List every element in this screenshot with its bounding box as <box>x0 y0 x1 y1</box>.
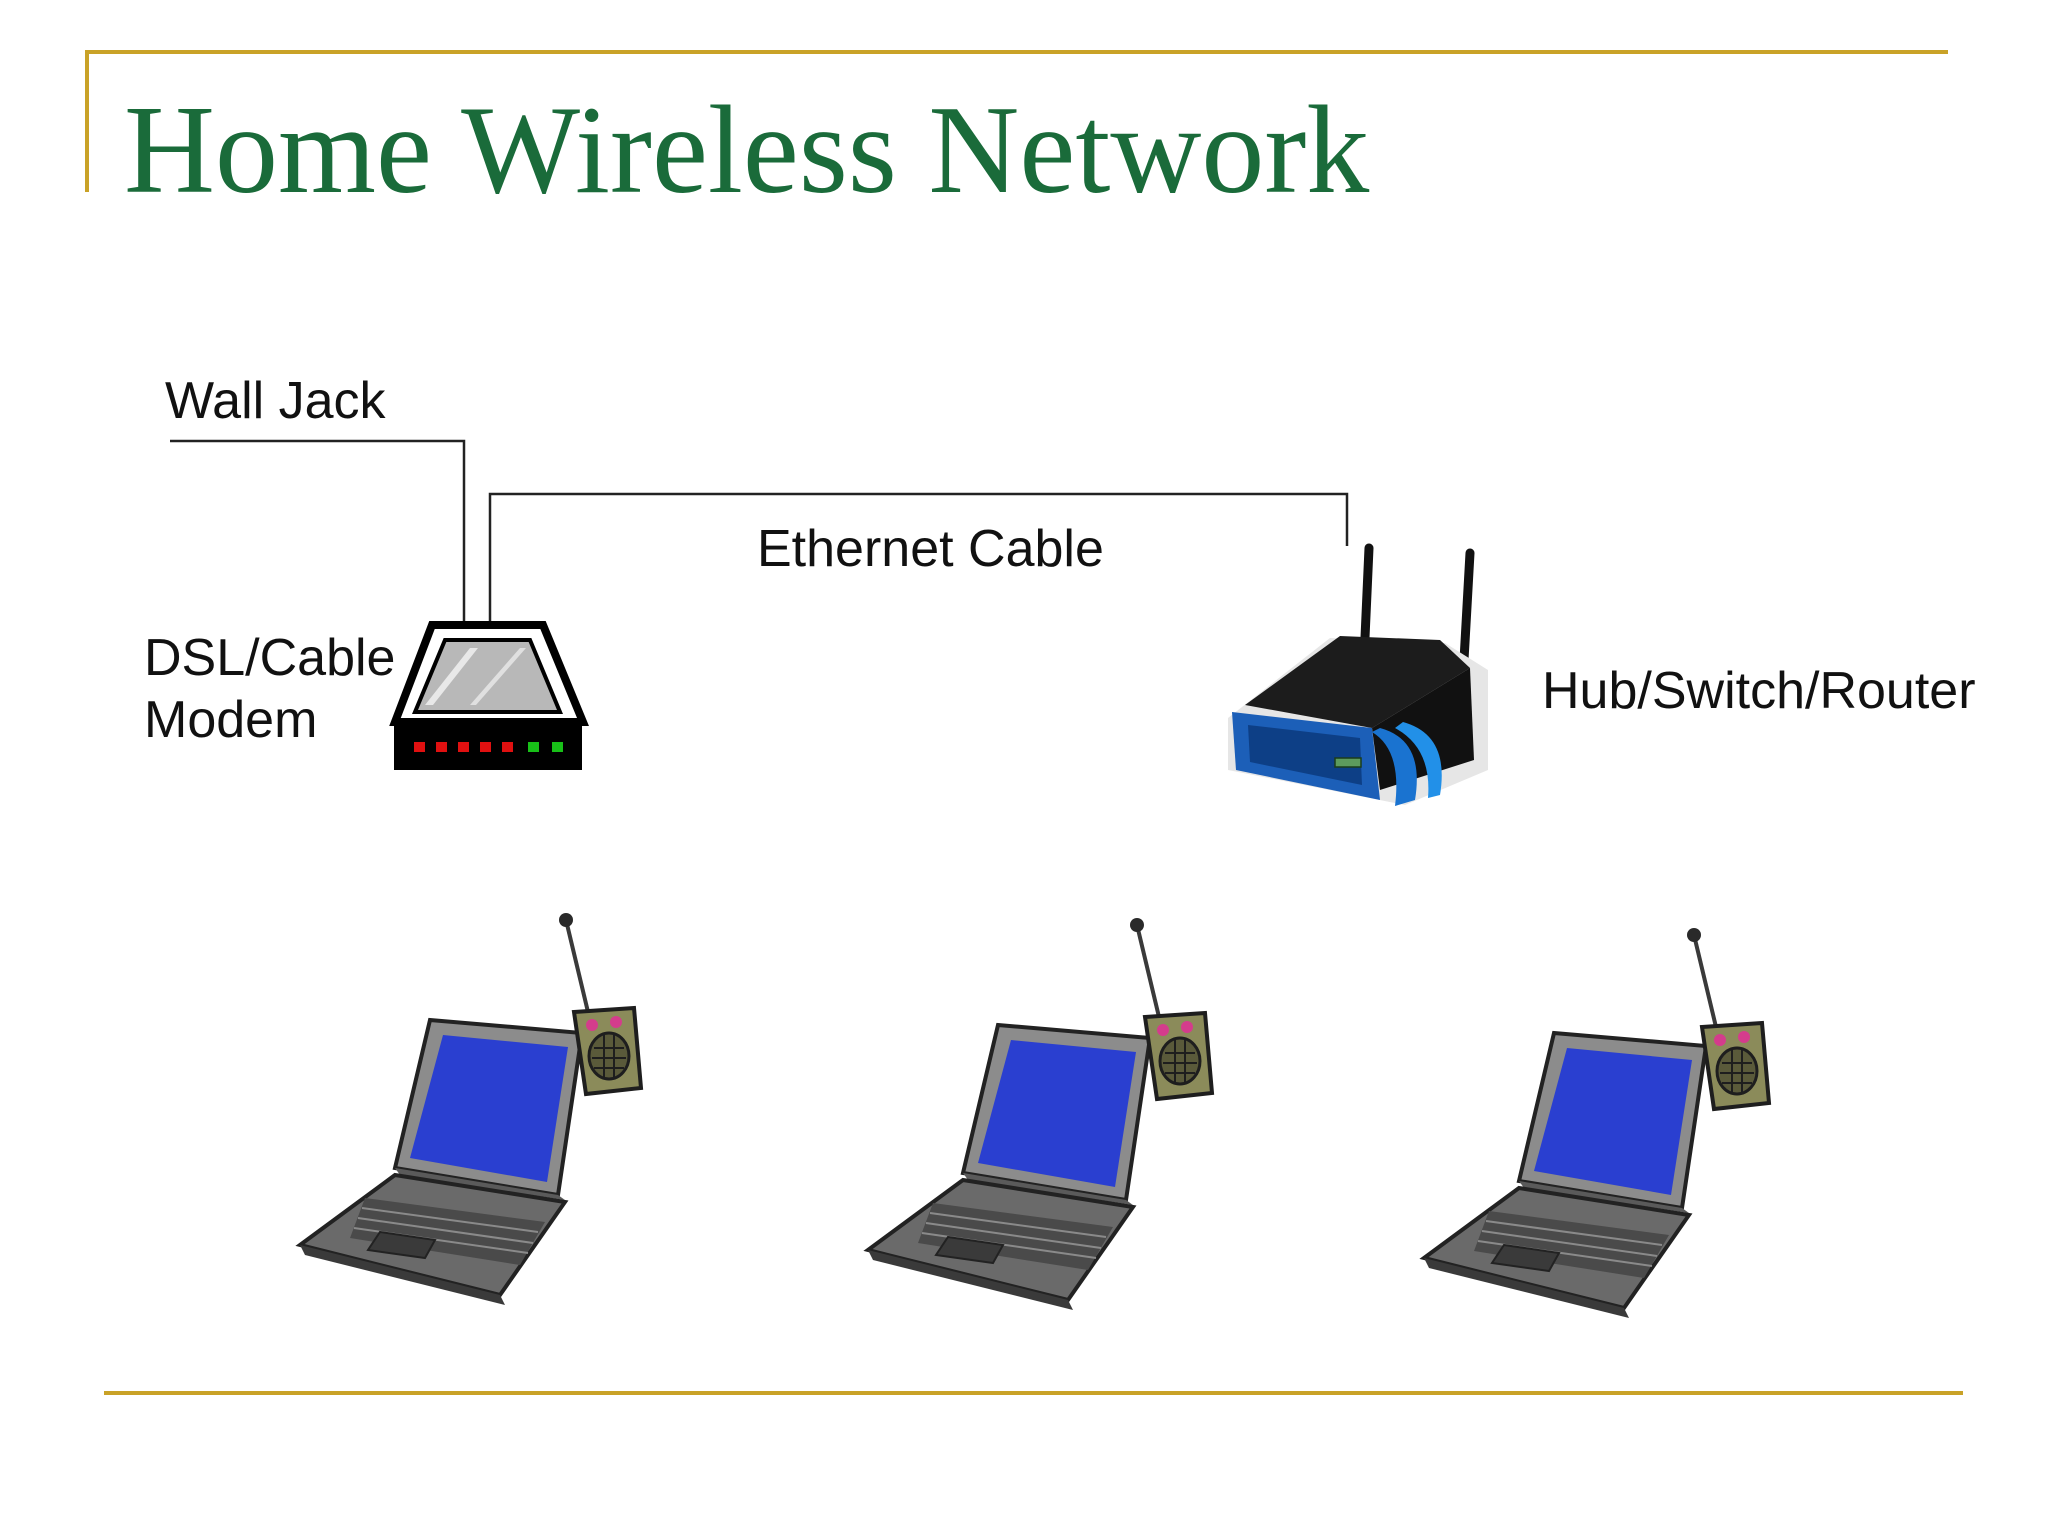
modem-label-line2: Modem <box>144 691 318 750</box>
wall-jack-label: Wall Jack <box>165 372 386 430</box>
modem-label-line1: DSL/Cable <box>144 629 396 687</box>
ethernet-cable-line <box>488 492 1349 624</box>
modem-label: DSL/Cable Modem <box>144 627 395 752</box>
ethernet-cable-label: Ethernet Cable <box>757 520 1104 578</box>
page-title: Home Wireless Network <box>124 81 1370 220</box>
wall-jack-line <box>170 439 466 624</box>
router-label: Hub/Switch/Router <box>1542 662 1976 720</box>
